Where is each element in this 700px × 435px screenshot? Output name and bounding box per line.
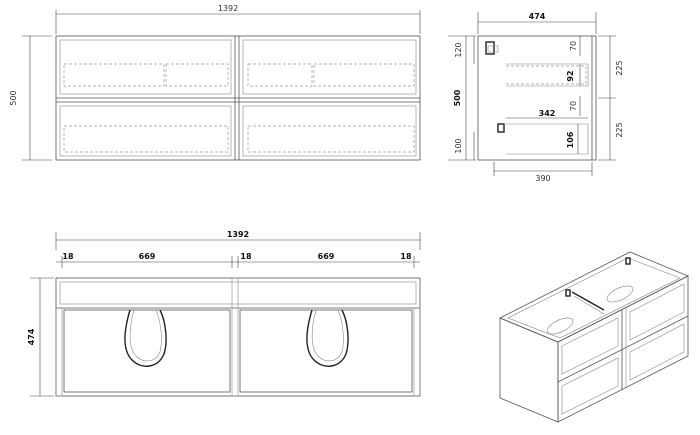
left-siphon-cutout <box>124 309 167 367</box>
plan-depth-label: 474 <box>27 328 36 345</box>
drawer-height-lower-label: 225 <box>615 122 624 137</box>
plan-left-basin-label: 669 <box>139 252 156 261</box>
plan-right-edge-label: 18 <box>400 252 412 261</box>
iso-mount-bracket-right <box>625 257 631 265</box>
right-siphon-cutout <box>306 309 349 367</box>
drawer-inner-lower-height-label: 106 <box>566 131 575 148</box>
side-view: 474 500 120 100 70 92 70 34 <box>448 12 624 183</box>
iso-mount-bracket-left <box>565 289 571 297</box>
side-height-label: 500 <box>453 89 462 106</box>
iso-right-basin <box>606 285 634 303</box>
drawer-height-upper-label: 225 <box>615 60 624 75</box>
drawer-inner-height-label: 92 <box>566 70 575 81</box>
iso-left-basin <box>546 317 574 335</box>
front-width-label: 1392 <box>218 4 238 13</box>
plan-center-left-label: 18 <box>240 252 252 261</box>
side-depth-bottom-label: 390 <box>535 174 550 183</box>
plan-total-width-label: 1392 <box>227 230 249 239</box>
isometric-view <box>499 251 689 423</box>
plan-left-edge-label: 18 <box>62 252 74 261</box>
plan-view: 1392 18 669 18 669 18 474 <box>27 230 421 397</box>
side-top-width-label: 474 <box>529 12 546 21</box>
drawer-depth-label: 342 <box>539 109 556 118</box>
drawer-inner-top-label: 70 <box>569 41 578 51</box>
side-cabinet-outline <box>477 35 597 161</box>
front-view: 1392 500 <box>9 4 421 161</box>
side-top-gap-label: 120 <box>454 42 463 57</box>
plan-right-basin-label: 669 <box>318 252 335 261</box>
front-height-label: 500 <box>9 90 18 105</box>
side-bottom-gap-label: 100 <box>454 138 463 153</box>
drawer-inner-mid-label: 70 <box>569 101 578 111</box>
